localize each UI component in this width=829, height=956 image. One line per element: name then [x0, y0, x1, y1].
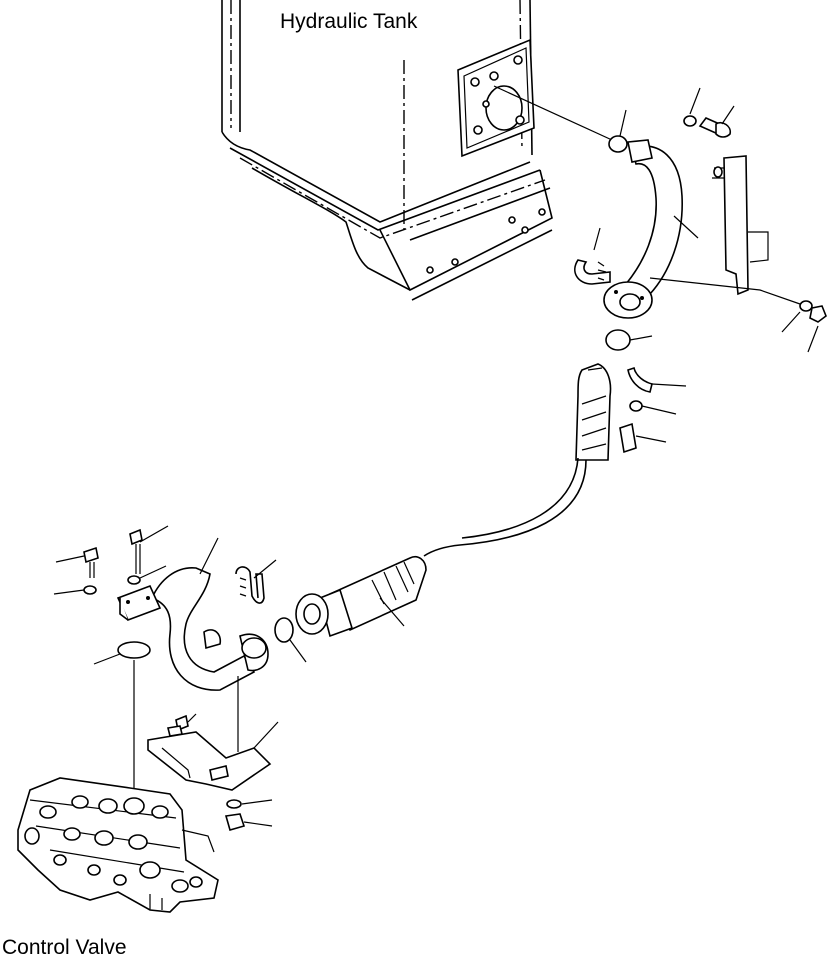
middle-hose-group — [423, 329, 687, 557]
lower-hose-group — [274, 555, 427, 663]
control-valve — [17, 777, 219, 913]
tank-label: Hydraulic Tank — [280, 10, 418, 33]
o-ring-upper — [608, 135, 628, 153]
o-ring-middle — [605, 329, 631, 351]
upper-tube-group — [574, 87, 827, 353]
hydraulic-tank — [221, 0, 553, 301]
o-ring-valve — [117, 641, 151, 659]
lower-tube-group — [53, 525, 277, 800]
o-ring-lower — [274, 617, 294, 643]
lower-bracket-group — [147, 713, 279, 831]
valve-label: Control Valve — [2, 936, 127, 956]
